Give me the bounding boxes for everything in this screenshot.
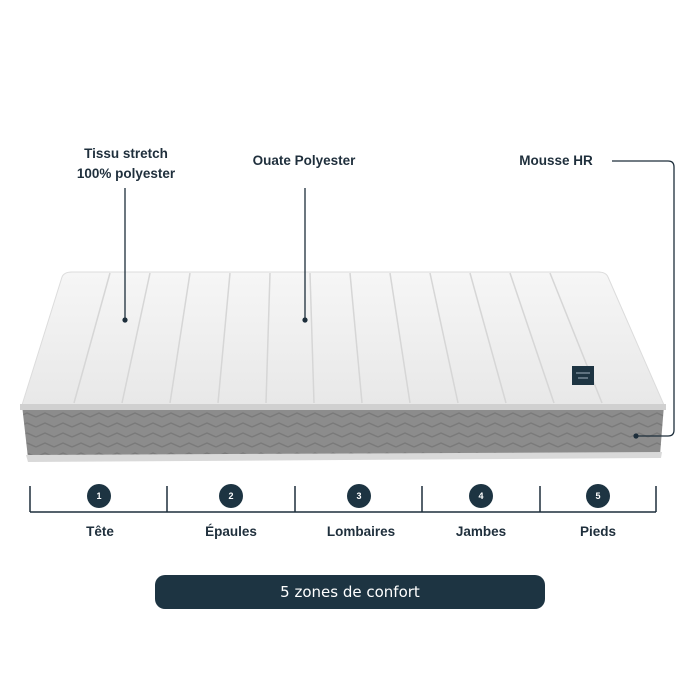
callout-ouate-polyester: Ouate Polyester — [252, 153, 356, 168]
callout-tissu-line2: 100% polyester — [76, 166, 176, 181]
callout-tissu-stretch: Tissu stretch 100% polyester — [60, 144, 192, 184]
zone-number-4: 4 — [469, 484, 493, 508]
zone-scale — [29, 486, 657, 513]
leader-ouate-dot — [302, 317, 308, 323]
zone-label-pieds: Pieds — [579, 524, 617, 539]
leader-tissu-dot — [122, 317, 128, 323]
callout-mousse-hr: Mousse HR — [519, 153, 593, 168]
zone-label-jambes: Jambes — [455, 524, 507, 539]
callout-tissu-line1: Tissu stretch — [84, 146, 168, 161]
zone-number-2: 2 — [219, 484, 243, 508]
zone-number-5: 5 — [586, 484, 610, 508]
brand-tag — [572, 366, 594, 385]
mattress-top-surface — [21, 271, 665, 406]
mattress-bottom-piping — [26, 452, 662, 462]
zone-label-tete: Tête — [86, 524, 114, 539]
leader-mousse-dot — [633, 433, 639, 439]
mattress-top-piping — [20, 404, 666, 410]
zone-number-3: 3 — [347, 484, 371, 508]
zone-label-epaules: Épaules — [205, 524, 257, 539]
mattress-side-band — [22, 405, 664, 458]
zone-number-1: 1 — [87, 484, 111, 508]
zone-label-lombaires: Lombaires — [326, 524, 396, 539]
comfort-zones-banner: 5 zones de confort — [155, 575, 545, 609]
quilting-channels — [73, 272, 603, 404]
leader-mousse — [612, 160, 675, 437]
